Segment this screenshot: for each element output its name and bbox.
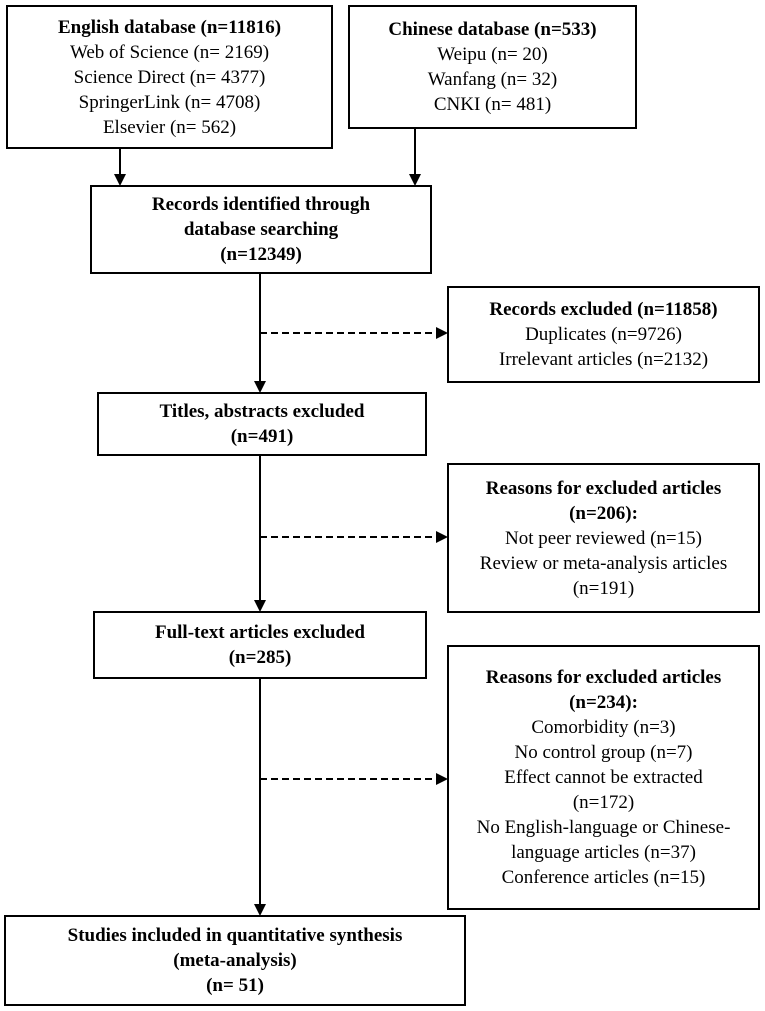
reasons-1-count: (n=206): xyxy=(569,502,638,524)
titles-abstracts-box: Titles, abstracts excluded (n=491) xyxy=(97,392,427,456)
reasons-2-line: Comorbidity (n=3) xyxy=(531,717,676,738)
reasons-2-line: (n=172) xyxy=(572,792,635,813)
chinese-db-line: Wanfang (n= 32) xyxy=(427,69,558,90)
reasons-2-title: Reasons for excluded articles xyxy=(485,667,722,688)
studies-included-box: Studies included in quantitative synthes… xyxy=(4,915,466,1006)
fulltext-count: (n=285) xyxy=(228,647,292,668)
reasons-2-line: No English-language or Chinese- xyxy=(476,817,731,838)
chinese-db-line: Weipu (n= 20) xyxy=(437,44,548,65)
reasons-excluded-box-2: Reasons for excluded articles (n=234): C… xyxy=(447,645,760,910)
reasons-2-line: Effect cannot be extracted xyxy=(504,767,703,788)
reasons-excluded-box-1: Reasons for excluded articles (n=206): N… xyxy=(447,463,760,613)
reasons-1-line: Not peer reviewed (n=15) xyxy=(505,527,702,549)
chinese-database-box: Chinese database (n=533) Weipu (n= 20) W… xyxy=(348,5,637,129)
english-db-line: Elsevier (n= 562) xyxy=(102,116,237,138)
reasons-2-line: No control group (n=7) xyxy=(514,742,693,763)
records-excluded-line: Irrelevant articles (n=2132) xyxy=(498,349,709,370)
chinese-database-title: Chinese database (n=533) xyxy=(388,19,597,40)
studies-included-count: (n= 51) xyxy=(206,975,264,996)
reasons-1-line: (n=191) xyxy=(572,577,635,599)
records-identified-line: database searching xyxy=(183,219,339,240)
fulltext-line: Full-text articles excluded xyxy=(154,622,365,643)
english-database-box: English database (n=11816) Web of Scienc… xyxy=(6,5,333,149)
records-excluded-title: Records excluded (n=11858) xyxy=(489,299,718,320)
reasons-2-line: language articles (n=37) xyxy=(511,842,696,863)
titles-abstracts-count: (n=491) xyxy=(230,426,294,447)
english-db-line: Science Direct (n= 4377) xyxy=(73,66,266,88)
records-identified-line: Records identified through xyxy=(151,194,371,215)
records-identified-count: (n=12349) xyxy=(220,244,302,265)
records-excluded-box: Records excluded (n=11858) Duplicates (n… xyxy=(447,286,760,383)
records-excluded-line: Duplicates (n=9726) xyxy=(525,324,682,345)
english-db-line: Web of Science (n= 2169) xyxy=(69,41,270,63)
studies-included-line: (meta-analysis) xyxy=(173,950,297,971)
records-identified-box: Records identified through database sear… xyxy=(90,185,432,274)
reasons-2-line: Conference articles (n=15) xyxy=(501,867,706,888)
english-database-title: English database (n=11816) xyxy=(57,16,282,38)
reasons-1-title: Reasons for excluded articles xyxy=(485,477,722,499)
fulltext-excluded-box: Full-text articles excluded (n=285) xyxy=(93,611,427,679)
studies-included-line: Studies included in quantitative synthes… xyxy=(67,925,403,946)
reasons-1-line: Review or meta-analysis articles xyxy=(479,552,728,574)
reasons-2-count: (n=234): xyxy=(569,692,638,713)
chinese-db-line: CNKI (n= 481) xyxy=(433,94,552,115)
english-db-line: SpringerLink (n= 4708) xyxy=(78,91,261,113)
titles-abstracts-line: Titles, abstracts excluded xyxy=(159,401,365,422)
